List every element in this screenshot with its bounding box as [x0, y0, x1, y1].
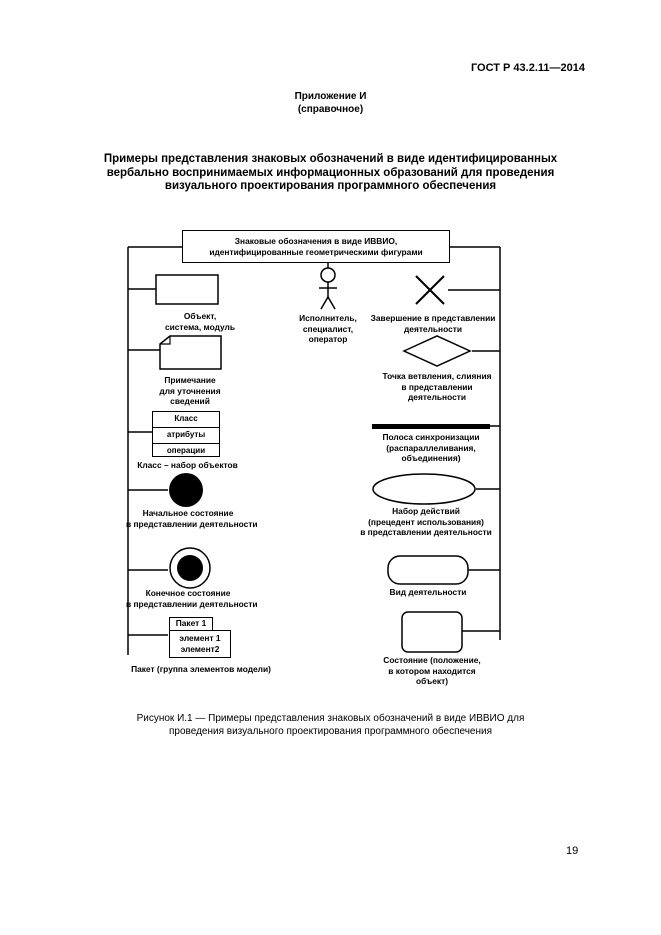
termination-label: Завершение в представлении деятельности: [368, 313, 498, 334]
note-fold: [160, 336, 171, 345]
class-operations: операции: [153, 443, 219, 457]
final-state-inner: [177, 555, 203, 581]
actor-leg-left: [320, 296, 329, 310]
object-label-line: Объект,: [183, 311, 217, 321]
note-symbol: [159, 335, 222, 370]
document-id: ГОСТ Р 43.2.11—2014: [470, 62, 585, 74]
page-number: 19: [566, 845, 579, 857]
initial-state-label-line: Начальное состояние: [142, 508, 234, 518]
actor-leg-right: [327, 296, 336, 310]
figure-caption-line: проведения визуального проектирования пр…: [168, 725, 493, 737]
action-set-ellipse: [372, 473, 476, 505]
termination-label-line: деятельности: [403, 323, 463, 334]
branch-label: Точка ветвления, слияния в представлении…: [372, 371, 502, 403]
actor-head: [320, 267, 336, 283]
package-label: Пакет (группа элементов модели): [131, 664, 271, 674]
package-tab: Пакет 1: [169, 617, 213, 631]
object-label-line: система, модуль: [164, 321, 236, 332]
termination-stroke-b: [415, 275, 445, 305]
state-label: Состояние (положение, в котором находитс…: [372, 655, 492, 687]
initial-state-label: Начальное состояние в представлении деят…: [126, 508, 258, 529]
sync-bar-symbol: [372, 424, 490, 429]
package-body: элемент 1 элемент2: [169, 630, 231, 658]
action-set-label-line: в представлении деятельности: [360, 527, 492, 537]
initial-state-label-line: в представлении деятельности: [126, 518, 258, 529]
section-title-line: вербально воспринимаемых информационных …: [106, 166, 555, 179]
activity-label: Вид деятельности: [389, 587, 467, 597]
actor-label-line: специалист,: [302, 323, 354, 334]
figure-caption-line: Рисунок И.1 — Примеры представления знак…: [136, 713, 525, 724]
branch-diamond: [402, 335, 472, 367]
note-label-line: Примечание: [164, 375, 216, 385]
package-element: элемент 1: [179, 633, 221, 643]
sync-bar-label-line: Полоса синхронизации: [382, 432, 480, 442]
class-name: Класс: [174, 414, 198, 423]
initial-state-symbol: [169, 473, 203, 507]
actor-label: Исполнитель, специалист, оператор: [288, 313, 368, 345]
class-symbol: Класс атрибуты операции: [152, 411, 220, 457]
action-set-label: Набор действий (прецедент использования)…: [356, 506, 496, 538]
final-state-label: Конечное состояние в представлении деяте…: [126, 588, 258, 609]
state-label-line: объект): [415, 676, 449, 686]
object-symbol: [155, 274, 219, 305]
annex-title: Приложение И: [294, 91, 367, 102]
actor-label-line: оператор: [308, 334, 348, 344]
sync-bar-label-line: (распараллеливания,: [386, 442, 476, 453]
section-title: Примеры представления знаковых обозначен…: [0, 153, 661, 194]
final-state-label-line: в представлении деятельности: [126, 598, 258, 609]
annex-subtitle: (справочное): [297, 104, 364, 115]
section-title-line: визуального проектирования программного …: [164, 180, 497, 192]
termination-label-line: Завершение в представлении: [370, 313, 496, 323]
final-state-label-line: Конечное состояние: [145, 588, 231, 598]
note-label-line: для уточнения: [159, 385, 221, 396]
top-box-line: Знаковые обозначения в виде ИВВИО,: [234, 236, 398, 246]
top-box-line: идентифицированные геометрическими фигур…: [209, 246, 423, 257]
branch-label-line: деятельности: [407, 392, 467, 402]
figure-caption: Рисунок И.1 — Примеры представления знак…: [0, 713, 661, 738]
note-label-line: сведений: [170, 396, 210, 406]
sync-bar-label: Полоса синхронизации (распараллеливания,…: [366, 432, 496, 464]
class-attributes: атрибуты: [153, 427, 219, 443]
state-label-line: Состояние (положение,: [383, 655, 481, 665]
state-label-line: в котором находится: [388, 665, 476, 676]
package-name: Пакет 1: [175, 618, 207, 628]
activity-symbol: [387, 555, 469, 585]
object-label: Объект, система, модуль: [150, 311, 250, 332]
branch-label-line: в представлении: [401, 381, 473, 392]
sync-bar-label-line: объединения): [401, 453, 461, 463]
branch-label-line: Точка ветвления, слияния: [382, 371, 492, 381]
annex-heading: Приложение И (справочное): [0, 90, 661, 116]
package-element: элемент2: [180, 643, 220, 654]
section-title-line: Примеры представления знаковых обозначен…: [103, 153, 558, 165]
note-label: Примечание для уточнения сведений: [140, 375, 240, 407]
top-box: Знаковые обозначения в виде ИВВИО, идент…: [182, 230, 450, 263]
action-set-label-line: Набор действий: [392, 506, 460, 516]
action-set-label-line: (прецедент использования): [368, 516, 484, 527]
state-symbol: [401, 611, 463, 653]
actor-label-line: Исполнитель,: [299, 313, 357, 323]
class-label: Класс – набор объектов: [137, 460, 238, 470]
